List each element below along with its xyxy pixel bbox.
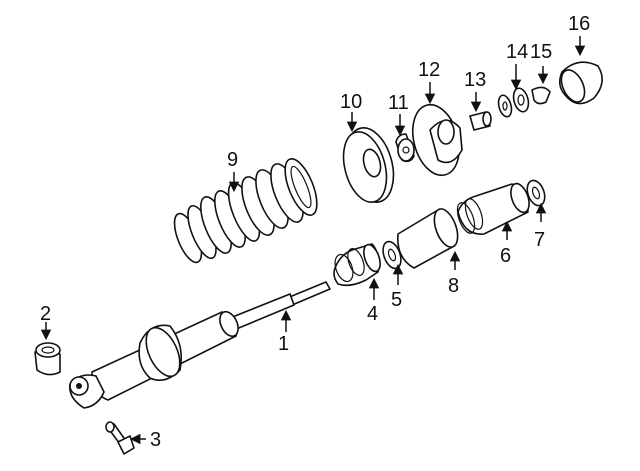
bolt: [105, 421, 135, 455]
callout-14: 14: [506, 41, 528, 63]
callout-2: 2: [40, 303, 51, 325]
insulator: [456, 182, 530, 235]
bushing: [34, 342, 61, 376]
callout-3: 3: [150, 429, 161, 451]
callout-8: 8: [448, 275, 459, 297]
dust-cap: [558, 61, 603, 105]
pin: [469, 111, 492, 131]
callout-6: 6: [500, 245, 511, 267]
upper-mount: [411, 103, 463, 177]
coil-spring: [173, 158, 318, 264]
bump-stop: [333, 243, 381, 287]
callout-numbers: 1 2 3 4 5 6 7 8 9 10 11 12 13 14 15 16: [40, 13, 590, 451]
bushing-11: [395, 133, 415, 163]
shock-absorber: [68, 281, 331, 409]
callout-10: 10: [340, 91, 362, 113]
callout-4: 4: [367, 303, 378, 325]
callout-16: 16: [568, 13, 590, 35]
callout-9: 9: [227, 149, 238, 171]
callout-1: 1: [278, 333, 289, 355]
callout-15: 15: [530, 41, 552, 63]
callout-7: 7: [534, 229, 545, 251]
callout-5: 5: [391, 289, 402, 311]
callout-11: 11: [388, 92, 409, 114]
washer-14: [497, 87, 530, 118]
callout-12: 12: [418, 59, 440, 81]
callout-13: 13: [464, 69, 486, 91]
nut: [531, 86, 551, 105]
callout-leaders: [40, 36, 586, 445]
washer-7: [526, 179, 546, 207]
spring-seat: [342, 127, 395, 203]
dust-cover: [397, 208, 459, 269]
